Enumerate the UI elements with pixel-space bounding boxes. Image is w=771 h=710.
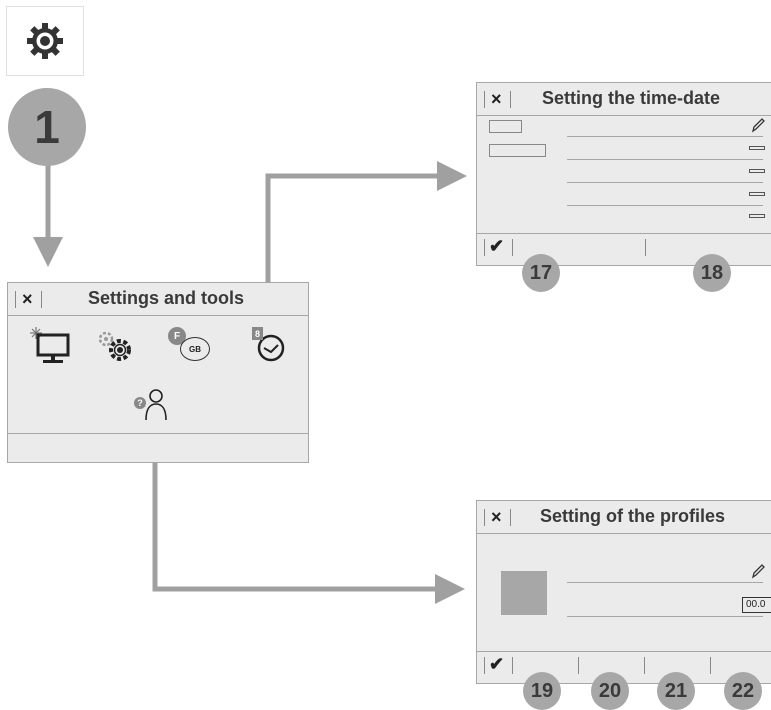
profile-image[interactable] [501,571,547,615]
arrow-help-to-profiles [152,420,465,604]
user-help-icon[interactable]: ? [134,387,174,423]
profiles-panel: × Setting of the profiles 00.0 ✔ [476,500,771,684]
arrow-clock-to-timedate [265,161,467,326]
settings-tile[interactable] [6,6,84,76]
field-box[interactable] [489,120,522,133]
close-icon[interactable]: × [22,289,33,309]
callout-17: 17 [522,254,560,292]
step-badge: 1 [8,88,86,166]
close-icon[interactable]: × [491,507,502,527]
minus-icon[interactable] [749,169,765,173]
confirm-check-icon[interactable]: ✔ [489,236,505,256]
panel-title: Setting of the profiles [540,506,726,526]
gears-settings-icon[interactable] [96,329,134,363]
display-settings-icon[interactable] [28,325,74,365]
panel-title: Setting the time-date [542,88,721,108]
pencil-icon[interactable] [751,563,765,579]
callout-21: 21 [657,672,695,710]
minus-icon[interactable] [749,146,765,150]
time-date-panel: × Setting the time-date ✔ [476,82,771,266]
confirm-check-icon[interactable]: ✔ [489,654,505,674]
time-value-box[interactable]: 00.0 [742,597,771,613]
pencil-icon[interactable] [751,117,765,133]
gear-icon [27,23,63,59]
profiles-titlebar: × Setting of the profiles [477,501,771,534]
minus-icon[interactable] [749,192,765,196]
settings-tools-titlebar: × Settings and tools [8,283,308,316]
callout-19: 19 [523,672,561,710]
minus-icon[interactable] [749,214,765,218]
callout-22: 22 [724,672,762,710]
clock-icon[interactable]: 8 [252,327,288,367]
settings-tools-panel: × Settings and tools F GB 8 ? [7,282,309,463]
field-box[interactable] [489,144,546,157]
language-icon[interactable]: F GB [168,327,218,369]
close-icon[interactable]: × [491,89,502,109]
time-date-titlebar: × Setting the time-date [477,83,771,116]
panel-title: Settings and tools [88,288,245,308]
callout-20: 20 [591,672,629,710]
callout-18: 18 [693,254,731,292]
